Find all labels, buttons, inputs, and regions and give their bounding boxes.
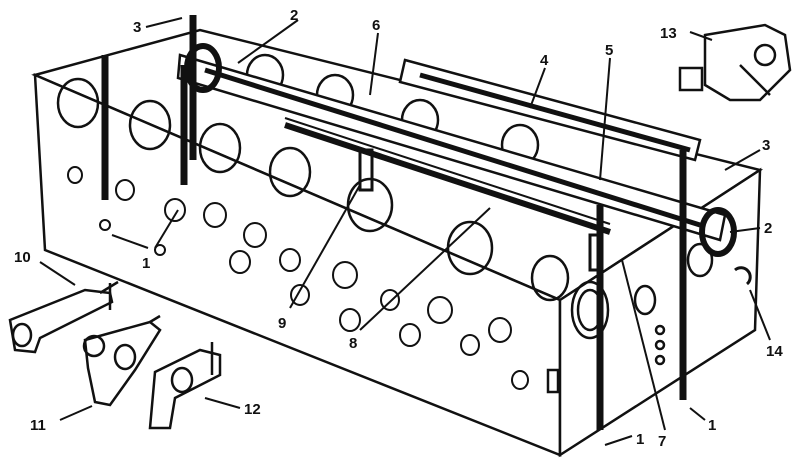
callout-2a: 2 [290,7,298,24]
rocker-arm-10 [8,280,119,354]
detail-13 [678,23,792,102]
callout-1a: 1 [142,255,150,272]
callout-13: 13 [660,25,677,42]
rocker-arm-11 [82,314,162,407]
callout-9: 9 [278,315,286,332]
callout-6: 6 [372,17,380,34]
rocker-arm-12 [148,342,222,430]
callout-3b: 3 [762,137,770,154]
callout-4: 4 [540,52,549,69]
callout-5: 5 [605,42,613,59]
rocker-shaft-upper [398,58,702,162]
rocker-shaft-rear [176,53,727,242]
callout-1b: 1 [636,431,644,448]
callout-10: 10 [14,249,31,266]
callout-1c: 1 [708,417,716,434]
callout-8: 8 [349,335,357,352]
rocker-shaft-front [284,117,611,235]
callout-11: 11 [30,417,46,434]
callout-12: 12 [244,401,261,418]
callout-14: 14 [766,343,783,360]
cylinder-head-block [31,28,764,458]
callout-2b: 2 [764,220,772,237]
callout-7: 7 [658,433,666,450]
callout-3a: 3 [133,19,141,36]
